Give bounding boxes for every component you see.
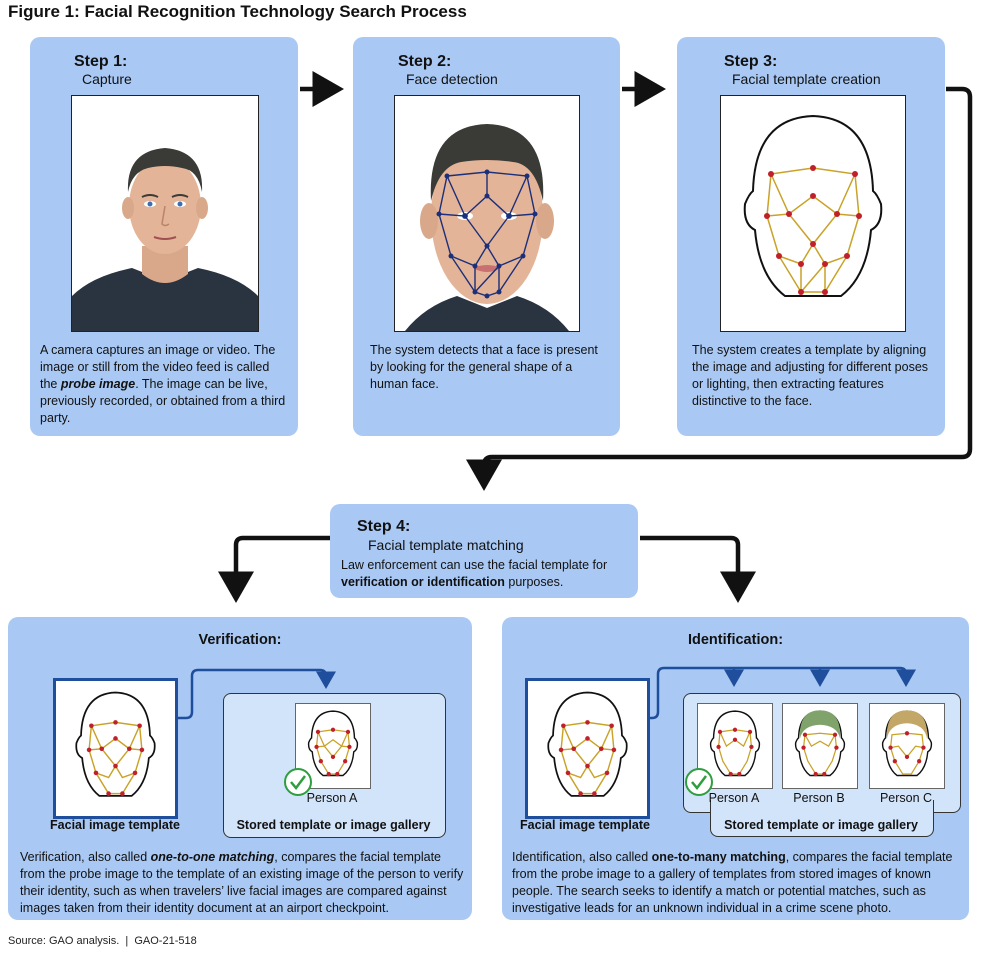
verification-match-arrow [176, 668, 336, 720]
verification-probe-template [53, 678, 178, 819]
identification-match-check-icon [685, 768, 713, 796]
figure-title: Figure 1: Facial Recognition Technology … [8, 2, 467, 21]
identification-person-a-label: Person A [708, 791, 760, 805]
identification-gallery-caption: Stored template or image gallery [724, 818, 918, 832]
step3-number: Step 3: [724, 53, 778, 70]
identification-desc-post: , compares the facial template from the … [512, 850, 953, 915]
flow-connectors [218, 71, 973, 603]
verification-person-a-label: Person A [306, 791, 358, 805]
identification-title: Identification: [687, 632, 784, 648]
step4-description: Law enforcement can use the facial templ… [341, 557, 631, 591]
step1-desc-pre: A camera captures an image or video. The… [40, 343, 276, 391]
step2-description: The system detects that a face is presen… [370, 343, 598, 391]
source-note: Source: GAO analysis. | GAO-21-518 [8, 935, 197, 947]
verification-template-caption: Facial image template [50, 818, 180, 832]
verification-gallery-caption: Stored template or image gallery [236, 818, 431, 832]
identification-description: Identification, also called one-to-many … [512, 849, 964, 917]
identification-person-c-label: Person C [879, 791, 933, 805]
step1-photo [71, 95, 259, 332]
step2-photo [394, 95, 580, 332]
identification-match-arrows [646, 666, 916, 720]
step4-name: Facial template matching [368, 537, 524, 553]
verification-desc-pre: Verification, also called [20, 850, 151, 864]
identification-template-caption: Facial image template [520, 818, 650, 832]
identification-person-b-label: Person B [793, 791, 845, 805]
step4-panel [330, 504, 638, 598]
identification-person-c-template [869, 703, 945, 789]
step1-description: A camera captures an image or video. The… [40, 342, 290, 427]
verification-desc-post: , compares the facial template from the … [20, 850, 464, 915]
step3-template-image [720, 95, 906, 332]
identification-desc-bold: one-to-many matching [651, 850, 786, 864]
step4-desc-post: purposes. [504, 575, 564, 589]
step4-number: Step 4: [357, 518, 411, 535]
verification-desc-bold: one-to-one matching [150, 850, 275, 864]
verification-description: Verification, also called one-to-one mat… [20, 849, 465, 917]
step1-desc-post: . The image can be live, previously reco… [40, 377, 286, 425]
step3-description: The system creates a template by alignin… [692, 343, 929, 408]
step1-name: Capture [82, 71, 132, 87]
step4-desc-pre: Law enforcement can use the facial templ… [341, 558, 608, 572]
step2-number: Step 2: [398, 53, 452, 70]
verification-match-check-icon [284, 768, 312, 796]
identification-person-b-template [782, 703, 858, 789]
step4-desc-bold: verification or identification [341, 575, 505, 589]
identification-desc-pre: Identification, also called [512, 850, 652, 864]
verification-title: Verification: [198, 632, 282, 648]
step1-number: Step 1: [74, 53, 128, 70]
step2-name: Face detection [406, 71, 498, 87]
identification-gallery-tab [710, 800, 934, 837]
step1-desc-bold: probe image [60, 377, 136, 391]
identification-probe-template [525, 678, 650, 819]
step3-name: Facial template creation [732, 71, 881, 87]
